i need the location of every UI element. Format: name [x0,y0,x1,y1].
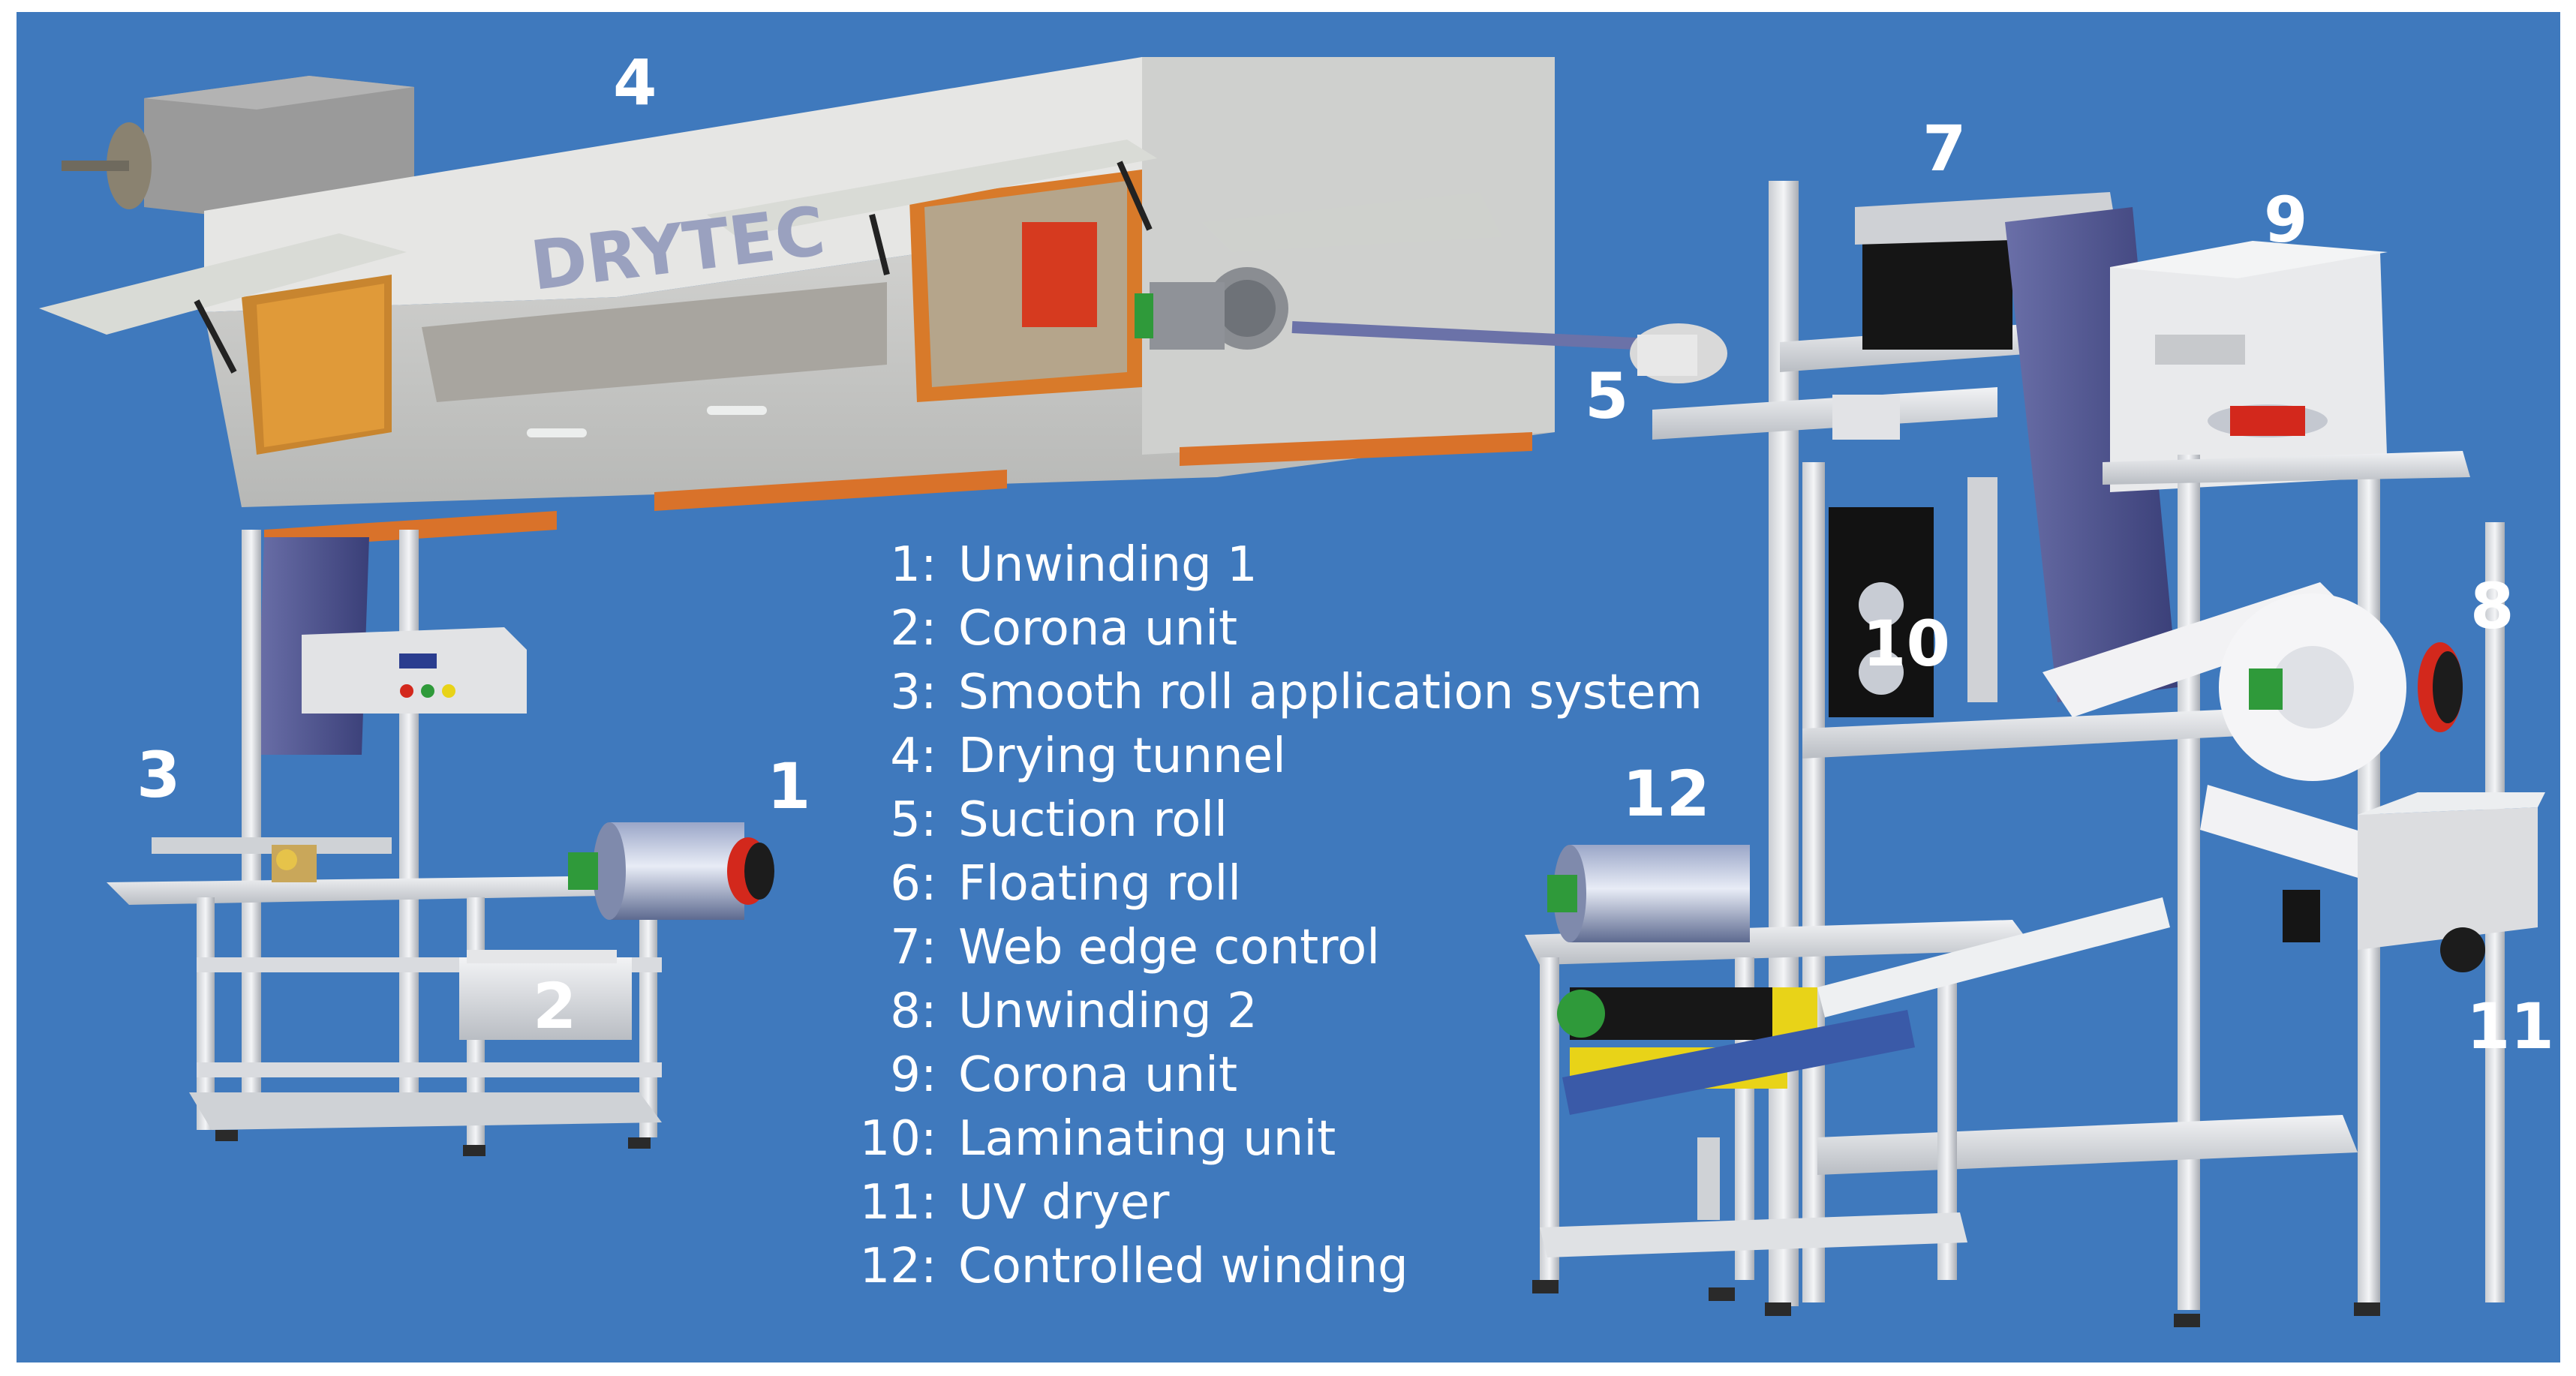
callout-12: 12 [1622,757,1710,831]
controlled-winding-station [1525,845,2170,1301]
legend: 1:Unwinding 1 2:Corona unit 3:Smooth rol… [812,533,1787,1299]
right-laminating-station [1652,181,2545,1327]
legend-item: 6:Floating roll [890,856,1241,912]
legend-item: 3:Smooth roll application system [890,665,1703,720]
callout-9: 9 [2264,183,2308,257]
legend-item: 10:Laminating unit [859,1111,1336,1167]
legend-item: 12:Controlled winding [859,1239,1408,1294]
legend-item: 8:Unwinding 2 [890,984,1258,1039]
callout-3: 3 [137,738,181,812]
drying-tunnel: DRYTEC [39,57,1727,548]
legend-item: 4:Drying tunnel [890,729,1286,784]
callout-7: 7 [1922,112,1967,185]
callout-5: 5 [1585,359,1629,433]
legend-item: 11:UV dryer [859,1175,1170,1230]
callout-11: 11 [2466,990,2554,1063]
legend-item: 9:Corona unit [890,1047,1238,1103]
legend-item: 2:Corona unit [890,601,1238,656]
callout-1: 1 [767,750,811,823]
left-unwinding-station [107,530,774,1156]
callout-10: 10 [1862,607,1950,680]
callout-8: 8 [2470,569,2514,643]
machine-illustration: DRYTEC [39,57,2545,1327]
diagram-canvas: DRYTEC [17,12,2560,1362]
legend-item: 5:Suction roll [890,792,1228,848]
legend-item: 1:Unwinding 1 [890,537,1258,593]
callout-4: 4 [613,46,657,119]
legend-item: 7:Web edge control [890,920,1381,975]
callout-2: 2 [533,969,577,1043]
